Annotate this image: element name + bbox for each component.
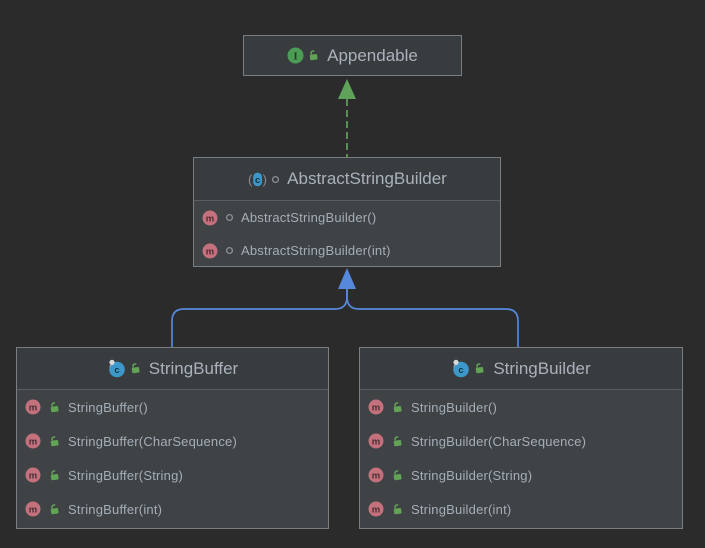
member-row[interactable]: m StringBuffer(int) xyxy=(17,492,328,526)
method-icon: m xyxy=(202,243,218,259)
method-icon: m xyxy=(25,501,41,517)
method-icon: m xyxy=(25,433,41,449)
method-label: StringBuffer() xyxy=(68,399,148,415)
method-icon: m xyxy=(368,467,384,483)
edge-generalization-stringbuilder[interactable] xyxy=(346,288,519,347)
node-stringbuilder-header[interactable]: c StringBuilder xyxy=(360,348,682,390)
svg-text:m: m xyxy=(206,213,214,224)
package-private-icon xyxy=(271,175,280,184)
public-lock-icon xyxy=(129,362,142,375)
edge-generalization-stringbuffer[interactable] xyxy=(171,288,348,347)
svg-text:c: c xyxy=(114,365,119,376)
svg-text:I: I xyxy=(294,51,298,62)
interface-icon: I xyxy=(287,47,304,64)
svg-text:(: ( xyxy=(248,172,253,187)
node-appendable-header[interactable]: I Appendable xyxy=(244,36,461,75)
member-row[interactable]: m StringBuilder(int) xyxy=(360,492,682,526)
node-stringbuilder[interactable]: c StringBuilder xyxy=(359,347,683,529)
member-row[interactable]: m StringBuffer(CharSequence) xyxy=(17,424,328,458)
method-icon: m xyxy=(368,433,384,449)
public-lock-icon xyxy=(48,401,61,414)
method-icon: m xyxy=(25,399,41,415)
svg-text:m: m xyxy=(29,436,37,447)
final-class-icon: c xyxy=(107,359,126,378)
method-label: StringBuffer(String) xyxy=(68,467,184,483)
method-label: StringBuilder() xyxy=(411,399,498,415)
public-lock-icon xyxy=(48,503,61,516)
public-lock-icon xyxy=(307,49,320,62)
member-row[interactable]: m StringBuffer() xyxy=(17,390,328,424)
member-row[interactable]: m AbstractStringBuilder() xyxy=(194,201,500,234)
method-label: StringBuilder(CharSequence) xyxy=(411,433,587,449)
svg-text:c: c xyxy=(459,365,464,376)
node-abstractstringbuilder-header[interactable]: ( c ) AbstractStringBuilder xyxy=(194,158,500,201)
member-row[interactable]: m StringBuilder(CharSequence) xyxy=(360,424,682,458)
method-icon: m xyxy=(368,399,384,415)
public-lock-icon xyxy=(391,435,404,448)
public-lock-icon xyxy=(391,469,404,482)
public-lock-icon xyxy=(473,362,486,375)
method-icon: m xyxy=(368,501,384,517)
node-appendable[interactable]: I Appendable xyxy=(243,35,462,76)
svg-text:m: m xyxy=(372,436,380,447)
public-lock-icon xyxy=(48,435,61,448)
final-class-icon: c xyxy=(451,359,470,378)
method-icon: m xyxy=(202,210,218,226)
svg-text:m: m xyxy=(29,470,37,481)
method-label: StringBuffer(int) xyxy=(68,501,163,517)
node-title: StringBuffer xyxy=(148,358,239,378)
svg-text:m: m xyxy=(29,504,37,515)
node-title: Appendable xyxy=(327,45,418,65)
node-title: StringBuilder xyxy=(493,358,591,378)
abstract-class-icon: ( c ) xyxy=(247,171,268,188)
edge-realization-appendable[interactable] xyxy=(338,79,356,157)
public-lock-icon xyxy=(391,401,404,414)
method-icon: m xyxy=(25,467,41,483)
method-label: StringBuffer(CharSequence) xyxy=(68,433,237,449)
method-label: StringBuilder(String) xyxy=(411,467,533,483)
node-stringbuffer-header[interactable]: c StringBuffer xyxy=(17,348,328,390)
node-stringbuffer[interactable]: c StringBuffer xyxy=(16,347,329,529)
package-private-icon xyxy=(225,213,234,222)
method-label: AbstractStringBuilder(int) xyxy=(241,243,391,258)
member-row[interactable]: m StringBuilder(String) xyxy=(360,458,682,492)
svg-text:m: m xyxy=(372,402,380,413)
package-private-icon xyxy=(225,246,234,255)
arrowhead-up-blue xyxy=(338,268,356,289)
public-lock-icon xyxy=(391,503,404,516)
member-row[interactable]: m AbstractStringBuilder(int) xyxy=(194,234,500,267)
svg-text:c: c xyxy=(255,175,260,186)
svg-text:): ) xyxy=(263,172,267,187)
svg-text:m: m xyxy=(29,402,37,413)
svg-text:m: m xyxy=(206,246,214,257)
member-row[interactable]: m StringBuffer(String) xyxy=(17,458,328,492)
node-title: AbstractStringBuilder xyxy=(287,169,447,188)
node-abstractstringbuilder[interactable]: ( c ) AbstractStringBuilder m xyxy=(193,157,501,267)
svg-text:m: m xyxy=(372,504,380,515)
method-label: StringBuilder(int) xyxy=(411,501,512,517)
public-lock-icon xyxy=(48,469,61,482)
method-label: AbstractStringBuilder() xyxy=(241,210,377,225)
member-row[interactable]: m StringBuilder() xyxy=(360,390,682,424)
svg-text:m: m xyxy=(372,470,380,481)
arrowhead-up-green xyxy=(338,79,356,99)
